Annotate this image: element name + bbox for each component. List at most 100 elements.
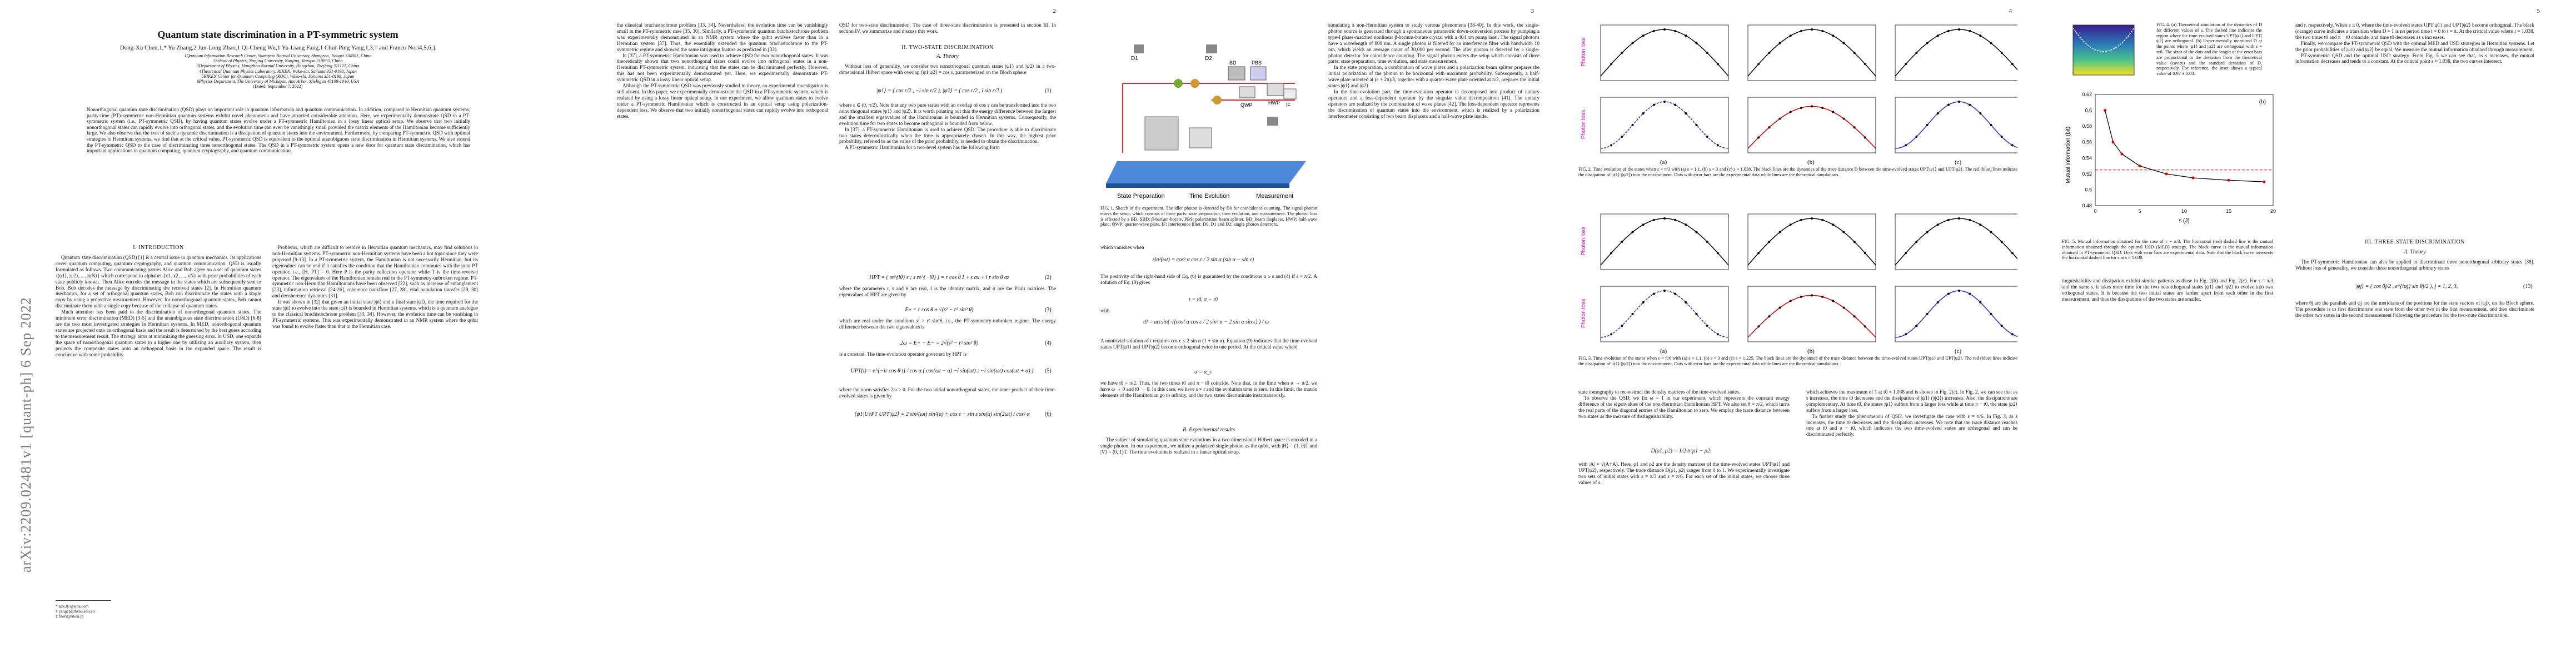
body-column: where ε ∈ (0, π/2). Note that any two pu… [839,102,1056,151]
equation-number: (2) [1045,275,1052,281]
data-point [1958,290,1960,292]
paragraph: A nontrivial solution of t requires cos … [1100,338,1317,350]
paragraph: Although the PT-symmetric QSD was previo… [617,83,828,119]
data-point [1853,126,1856,129]
data-point [2263,180,2266,183]
data-point [1757,63,1760,66]
data-point [1926,124,1929,126]
paragraph: Quantum state discrimination (QSD) [1] i… [56,255,261,309]
x-tick-label: 10 [2181,208,2187,214]
paragraph: which vanishes when [1100,245,1144,250]
paragraph: Much attention has been paid to the disc… [56,309,261,357]
body-column: with [1100,308,1317,314]
data-point [1905,252,1907,255]
data-point [1979,223,1982,226]
paragraph: where the parameters r, s and θ are real… [839,286,1056,297]
data-point [1800,29,1802,32]
data-point [1842,306,1845,309]
data-point [2000,241,2003,243]
data-point [1663,28,1666,31]
equation-number: (5) [1045,368,1052,374]
data-point [1757,136,1760,139]
fig2-panels: Photon loss(a)(b)(c)Photon loss [1578,17,2023,167]
paragraph: simulating a non-Hermitian system to stu… [1328,22,1539,64]
affiliation: 5RIKEN Center for Quantum Computing (RQC… [201,73,355,79]
data-point [1695,313,1698,315]
data-point [1905,63,1907,66]
optical-table [1106,161,1306,188]
data-point [1706,52,1708,54]
paragraph: where θj are the parallels and φj are th… [2295,300,2534,318]
panel-frame [1895,286,2023,342]
data-point [1652,218,1655,221]
data-point [1800,106,1802,109]
affiliation: 2School of Physics, Nanjing University, … [213,58,343,64]
equation: HPT = ( re^{iθ} s ; s re^{−iθ} ) = r cos… [869,275,1009,281]
paragraph: where the norm satisfies 2ω ≥ 0. For the… [839,387,1056,399]
data-point [1936,112,1939,115]
section-heading: I. INTRODUCTION [133,245,184,251]
affiliation: 6Physics Department, The University of M… [197,79,359,84]
y-axis-label: Mutual information (bit) [2065,127,2071,183]
time-evolution-panels: Photon loss(a)(b)(c)Photon loss [1581,24,2023,166]
paragraph: The positivity of the right-hand side of… [1100,273,1317,285]
data-point [2011,144,2014,147]
data-point [1652,292,1655,295]
data-point [1621,241,1623,243]
data-point [1958,101,1960,103]
paragraph: PT-symmetric QSD and the optimal USD str… [2295,52,2534,64]
figure-caption: FIG. 2. Time evolution of the states whe… [1578,167,2017,177]
x-tick-label: 20 [2270,208,2276,214]
x-tick-label: 15 [2226,208,2231,214]
data-point [1979,34,1982,37]
data-point [1832,34,1835,37]
panel-frame [1747,24,1876,81]
body-column: and r, respectively. When ε ≥ 0, where t… [2295,22,2534,64]
pbs-component [1250,66,1267,81]
data-point [1706,241,1708,243]
detector-d0 [1134,44,1144,53]
body-column: where the norm satisfies 2ω ≥ 0. For the… [839,387,1056,399]
data-point [1832,111,1835,113]
date-line: (Dated: September 7, 2022) [253,84,303,89]
data-point [1969,218,1971,221]
paragraph: A PT-symmetric Hamiltonian for a two-lev… [845,145,1000,151]
affiliations: 1Quantum Information Research Center, Sh… [100,53,456,89]
data-point [1853,241,1856,243]
data-point [1990,231,1992,233]
data-point [1926,42,1929,44]
panel-frame [1600,286,1729,342]
y-tick-label: 0.5 [2085,187,2092,192]
data-point [1905,333,1907,336]
y-tick-label: 0.58 [2082,123,2092,129]
y-axis-label: Photon loss [1581,227,1587,256]
data-point [1631,124,1634,126]
paragraph: QSD for two-state discrimination. The ca… [839,22,1056,34]
section-heading: III. THREE-STATE DISCRIMINATION [2365,239,2465,245]
fig3-panels: Photon loss(a)(b)(c)Photon loss [1578,206,2023,356]
x-tick-label: 5 [2138,208,2141,214]
data-point [1969,29,1971,32]
arxiv-stamp: arXiv:2209.02481v1 [quant-ph] 6 Sep 2022 [18,297,34,573]
data-point [1990,42,1992,44]
data-point [1674,29,1677,32]
data-point [1811,28,1813,31]
data-point [1979,301,1982,303]
data-point [2000,325,2003,327]
equation-number: (3) [1045,307,1052,313]
data-point [1990,313,1992,315]
data-point [2138,165,2141,168]
body-column: The subject of simulating quantum state … [1100,437,1317,455]
paragraph: To further study the phenomenon of QSD, … [1806,413,2017,437]
data-point [1832,300,1835,302]
wave-plate-icon [1213,96,1222,104]
equation-number: (13) [2523,283,2533,290]
data-point [2000,136,2003,138]
paragraph: The PT-symmetric Hamiltonian can also be… [2295,259,2534,271]
data-point [1811,105,1813,108]
data-point [1789,34,1792,37]
time-evolution-panels: Photon loss(a)(b)(c)Photon loss [1581,213,2023,355]
footnote: * adk.87@sina.com [56,604,89,609]
data-point [1800,295,1802,298]
footnote: ‡ fnori@riken.jp [56,614,84,619]
